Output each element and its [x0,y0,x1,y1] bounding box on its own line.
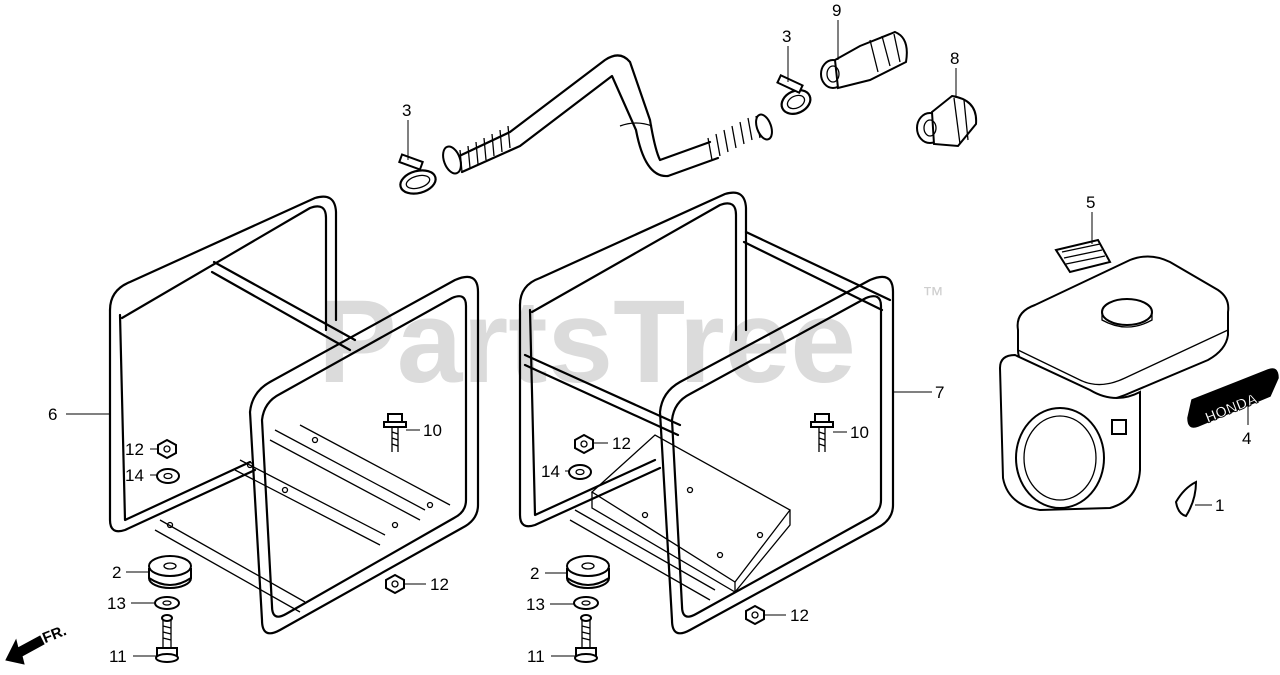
hose-corrugation-right [707,113,773,161]
small-decal[interactable] [1174,480,1198,518]
callout-3-right: 3 [782,27,791,46]
callout-12-left-lower: 12 [430,575,449,594]
callout-14-left: 14 [125,466,144,485]
hose-strainer[interactable] [916,94,978,148]
callout-6: 6 [48,405,57,424]
hose-clamp-right[interactable] [776,73,814,118]
honda-brand-decal[interactable]: HONDA [1187,368,1279,428]
watermark-trademark: ™ [922,282,944,307]
callout-4: 4 [1242,429,1251,448]
nut-left-upper[interactable] [157,438,177,460]
washer-left-13[interactable] [154,596,180,610]
hose-clamp-left[interactable] [398,153,438,197]
nut-left-lower[interactable] [385,573,405,595]
washer-middle-14[interactable] [568,464,592,480]
leader-lines [66,20,1249,657]
callout-13-middle: 13 [526,595,545,614]
callout-12-middle-lower: 12 [790,606,809,625]
frame-left[interactable] [108,195,480,635]
nut-middle-upper[interactable] [574,433,594,455]
bolt-middle[interactable] [810,413,834,452]
callout-13-left: 13 [107,594,126,613]
callout-14-middle: 14 [541,462,560,481]
callout-9: 9 [832,1,841,20]
callout-7: 7 [935,383,944,402]
rubber-mount-middle[interactable] [566,555,610,589]
engine[interactable] [998,255,1230,512]
callout-8: 8 [950,49,959,68]
callout-12-middle-upper: 12 [612,434,631,453]
rubber-mount-left[interactable] [148,555,192,589]
callout-labels: 3 3 9 8 5 4 1 6 7 10 10 12 12 12 12 14 1… [48,1,1251,666]
callout-10-middle: 10 [850,423,869,442]
bolt-11-middle[interactable] [574,614,598,663]
washer-left-14[interactable] [156,468,180,484]
hose-fitting-nipple[interactable] [820,30,908,90]
label-decal[interactable] [1054,238,1112,274]
frame-middle[interactable] [518,191,895,635]
nut-middle-lower[interactable] [745,604,765,626]
bolt-left[interactable] [383,413,407,452]
callout-11-middle: 11 [527,647,545,666]
callout-12-left-upper: 12 [125,440,144,459]
callout-5: 5 [1086,193,1095,212]
callout-1: 1 [1215,496,1224,515]
front-direction-marker: FR. [5,622,69,665]
front-arrow-icon [5,635,45,665]
callout-11-left: 11 [109,647,127,666]
callout-3-left: 3 [402,101,411,120]
watermark-text: PartsTree [318,276,856,408]
washer-middle-13[interactable] [573,596,599,610]
callout-10-left: 10 [423,421,442,440]
callout-2-middle: 2 [530,564,539,583]
suction-hose[interactable] [440,54,775,178]
front-direction-label: FR. [40,622,69,647]
bolt-11-left[interactable] [155,614,179,663]
callout-2-left: 2 [112,563,121,582]
hose-corrugation-left [442,125,511,175]
